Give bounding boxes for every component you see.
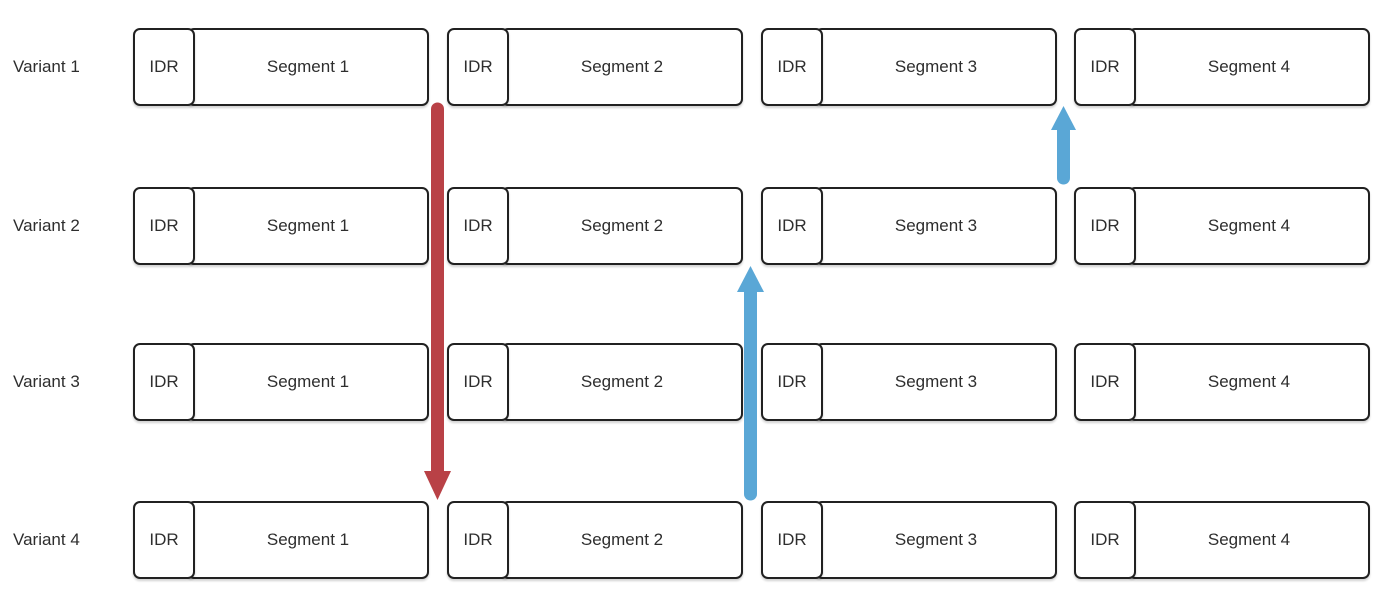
segment-box: Segment 2 [501, 187, 743, 265]
segment-group: Segment 2 IDR [447, 28, 743, 106]
segment-label: Segment 1 [266, 216, 350, 235]
segment-box: Segment 4 [1128, 343, 1370, 421]
segment-label: Segment 3 [894, 530, 978, 549]
segment-box: Segment 2 [501, 501, 743, 579]
idr-box: IDR [133, 343, 195, 421]
idr-box: IDR [447, 501, 509, 579]
segment-label: Segment 4 [1207, 57, 1291, 76]
segment-group: Segment 2 IDR [447, 187, 743, 265]
segment-group: Segment 3 IDR [761, 28, 1057, 106]
segment-label: Segment 3 [894, 57, 978, 76]
segment-group: Segment 4 IDR [1074, 343, 1370, 421]
blue-up-switch-arrow-long [737, 266, 764, 501]
idr-box: IDR [761, 28, 823, 106]
segment-box: Segment 3 [815, 187, 1057, 265]
segment-label: Segment 4 [1207, 530, 1291, 549]
idr-box: IDR [133, 187, 195, 265]
segment-box: Segment 4 [1128, 501, 1370, 579]
segment-box: Segment 1 [187, 343, 429, 421]
segment-group: Segment 2 IDR [447, 343, 743, 421]
idr-label: IDR [777, 57, 807, 76]
idr-label: IDR [463, 57, 493, 76]
idr-label: IDR [463, 372, 493, 391]
idr-label: IDR [463, 216, 493, 235]
idr-box: IDR [133, 501, 195, 579]
idr-box: IDR [1074, 501, 1136, 579]
segment-group: Segment 3 IDR [761, 501, 1057, 579]
idr-box: IDR [761, 501, 823, 579]
segment-label: Segment 2 [580, 57, 664, 76]
variant-label: Variant 2 [13, 216, 80, 235]
idr-box: IDR [761, 343, 823, 421]
segment-group: Segment 4 IDR [1074, 28, 1370, 106]
segment-label: Segment 2 [580, 216, 664, 235]
idr-box: IDR [1074, 187, 1136, 265]
segment-label: Segment 2 [580, 530, 664, 549]
idr-label: IDR [463, 530, 493, 549]
variant-label: Variant 4 [13, 530, 80, 549]
idr-label: IDR [1090, 372, 1120, 391]
segment-box: Segment 1 [187, 501, 429, 579]
idr-box: IDR [1074, 28, 1136, 106]
idr-box: IDR [133, 28, 195, 106]
idr-label: IDR [777, 372, 807, 391]
variant-label: Variant 3 [13, 372, 80, 391]
segment-box: Segment 1 [187, 187, 429, 265]
segment-group: Segment 2 IDR [447, 501, 743, 579]
idr-label: IDR [1090, 530, 1120, 549]
segment-group: Segment 3 IDR [761, 343, 1057, 421]
idr-label: IDR [777, 216, 807, 235]
idr-label: IDR [149, 57, 179, 76]
segment-box: Segment 3 [815, 343, 1057, 421]
idr-box: IDR [447, 343, 509, 421]
segment-group: Segment 1 IDR [133, 343, 429, 421]
blue-up-switch-arrow-short [1051, 106, 1076, 185]
segment-box: Segment 1 [187, 28, 429, 106]
segment-group: Segment 1 IDR [133, 187, 429, 265]
segment-label: Segment 3 [894, 372, 978, 391]
idr-box: IDR [447, 28, 509, 106]
segment-label: Segment 4 [1207, 216, 1291, 235]
variant-label: Variant 1 [13, 57, 80, 76]
idr-label: IDR [149, 372, 179, 391]
segment-group: Segment 1 IDR [133, 501, 429, 579]
idr-box: IDR [447, 187, 509, 265]
idr-label: IDR [1090, 216, 1120, 235]
segment-label: Segment 3 [894, 216, 978, 235]
idr-box: IDR [761, 187, 823, 265]
segment-group: Segment 3 IDR [761, 187, 1057, 265]
segment-label: Segment 1 [266, 530, 350, 549]
segment-box: Segment 2 [501, 28, 743, 106]
segment-box: Segment 4 [1128, 28, 1370, 106]
segment-label: Segment 2 [580, 372, 664, 391]
idr-label: IDR [149, 530, 179, 549]
segment-box: Segment 4 [1128, 187, 1370, 265]
segment-label: Segment 1 [266, 372, 350, 391]
segment-group: Segment 1 IDR [133, 28, 429, 106]
segment-box: Segment 2 [501, 343, 743, 421]
segment-box: Segment 3 [815, 501, 1057, 579]
idr-label: IDR [777, 530, 807, 549]
segment-group: Segment 4 IDR [1074, 501, 1370, 579]
segment-label: Segment 1 [266, 57, 350, 76]
idr-box: IDR [1074, 343, 1136, 421]
segment-label: Segment 4 [1207, 372, 1291, 391]
idr-label: IDR [149, 216, 179, 235]
red-down-switch-arrow [424, 102, 451, 500]
segment-box: Segment 3 [815, 28, 1057, 106]
idr-label: IDR [1090, 57, 1120, 76]
segment-group: Segment 4 IDR [1074, 187, 1370, 265]
